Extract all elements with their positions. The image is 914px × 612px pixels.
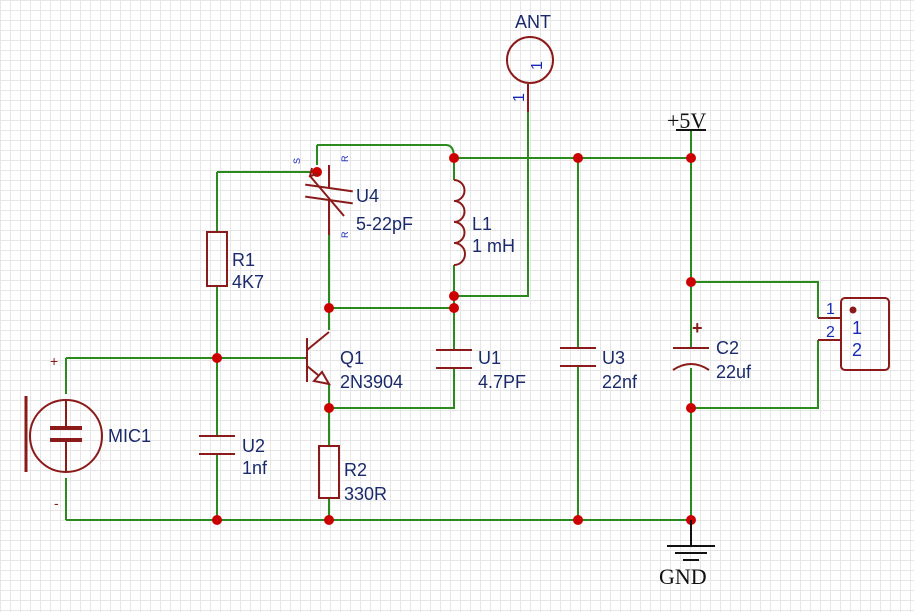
capacitor-c2[interactable]: + C2 22uf bbox=[672, 318, 752, 382]
junction-dot bbox=[573, 153, 583, 163]
r1-value: 4K7 bbox=[232, 272, 264, 292]
antenna-ref: ANT bbox=[515, 12, 551, 32]
connector-pin1-label: 1 bbox=[852, 318, 862, 338]
junction-dot bbox=[212, 515, 222, 525]
resistor-r2[interactable]: R2 330R bbox=[318, 445, 387, 504]
r2-ref: R2 bbox=[344, 460, 367, 480]
r2-value: 330R bbox=[344, 484, 387, 504]
trimmer-pin-r-bottom: R bbox=[340, 231, 350, 238]
junction-dot bbox=[324, 303, 334, 313]
u3-value: 22nf bbox=[602, 372, 638, 392]
q1-value: 2N3904 bbox=[340, 372, 403, 392]
gnd-label: GND bbox=[659, 564, 707, 589]
junction-dot bbox=[449, 303, 459, 313]
transistor-emitter-arrow bbox=[312, 370, 331, 386]
trimmer-pin-s: S bbox=[292, 158, 302, 164]
wire-tank-top bbox=[317, 144, 455, 159]
wire-connector bbox=[691, 281, 819, 409]
u2-value: 1nf bbox=[242, 458, 268, 478]
wires bbox=[65, 112, 819, 521]
c2-value: 22uf bbox=[716, 362, 752, 382]
junction-dot bbox=[449, 153, 459, 163]
mic-plus-mark: + bbox=[50, 353, 58, 369]
wire-tank-left bbox=[316, 145, 330, 308]
trimmer-adjust-arrow bbox=[309, 175, 345, 217]
cap-plate-curved bbox=[672, 363, 710, 371]
mic-minus-mark: - bbox=[54, 495, 59, 511]
junction-dot bbox=[686, 403, 696, 413]
junction-dot bbox=[324, 403, 334, 413]
antenna-pin-number: 1 bbox=[511, 93, 528, 102]
junction-dot bbox=[686, 153, 696, 163]
connector-body bbox=[840, 297, 890, 371]
inductor-l1[interactable]: L1 1 mH bbox=[453, 179, 515, 266]
wire-u1-leads bbox=[329, 308, 455, 409]
antenna-pin-inner: 1 bbox=[529, 61, 546, 70]
connector-header[interactable]: 1 2 1 2 bbox=[818, 297, 890, 371]
resistor-body bbox=[318, 445, 340, 499]
junction-dot bbox=[686, 277, 696, 287]
u4-value: 5-22pF bbox=[356, 214, 413, 234]
l1-value: 1 mH bbox=[472, 236, 515, 256]
junction-dot bbox=[324, 515, 334, 525]
trimmer-capacitor-u4[interactable]: S R R U4 5-22pF bbox=[292, 155, 413, 238]
resistor-body bbox=[206, 231, 228, 287]
junction-dot bbox=[573, 515, 583, 525]
capacitor-u1[interactable]: U1 4.7PF bbox=[436, 348, 526, 392]
vcc-power-symbol[interactable]: +5V bbox=[667, 108, 706, 133]
ground-symbol[interactable]: GND bbox=[659, 520, 715, 589]
vcc-label: +5V bbox=[667, 108, 706, 133]
connector-pin1-marker bbox=[849, 306, 857, 314]
q1-ref: Q1 bbox=[340, 348, 364, 368]
junction-dot bbox=[212, 353, 222, 363]
connector-pin2-label: 2 bbox=[852, 340, 862, 360]
u4-ref: U4 bbox=[356, 186, 379, 206]
l1-ref: L1 bbox=[472, 214, 492, 234]
microphone-mic1[interactable]: + - MIC1 bbox=[24, 353, 151, 511]
u1-value: 4.7PF bbox=[478, 372, 526, 392]
trimmer-pin-r-top: R bbox=[340, 155, 350, 162]
capacitor-u2[interactable]: U2 1nf bbox=[199, 435, 268, 478]
capacitor-u3[interactable]: U3 22nf bbox=[560, 347, 638, 392]
wire-r1-branch bbox=[216, 171, 317, 358]
antenna-icon bbox=[506, 36, 554, 84]
connector-pin1-number: 1 bbox=[826, 301, 835, 318]
connector-pin2-number: 2 bbox=[826, 324, 835, 341]
resistor-r1[interactable]: R1 4K7 bbox=[206, 231, 264, 292]
r1-ref: R1 bbox=[232, 250, 255, 270]
u3-ref: U3 bbox=[602, 348, 625, 368]
u2-ref: U2 bbox=[242, 436, 265, 456]
junction-dot bbox=[449, 291, 459, 301]
c2-polarity-plus: + bbox=[692, 318, 703, 338]
antenna-ant[interactable]: ANT 1 1 bbox=[506, 12, 554, 112]
transistor-q1[interactable]: Q1 2N3904 bbox=[305, 331, 403, 392]
c2-ref: C2 bbox=[716, 338, 739, 358]
inductor-coil-icon bbox=[453, 179, 466, 266]
transistor-collector bbox=[306, 331, 330, 351]
u1-ref: U1 bbox=[478, 348, 501, 368]
wire-antenna-lead bbox=[454, 112, 529, 297]
trimmer-adjust-tick bbox=[308, 167, 319, 178]
mic1-ref: MIC1 bbox=[108, 426, 151, 446]
